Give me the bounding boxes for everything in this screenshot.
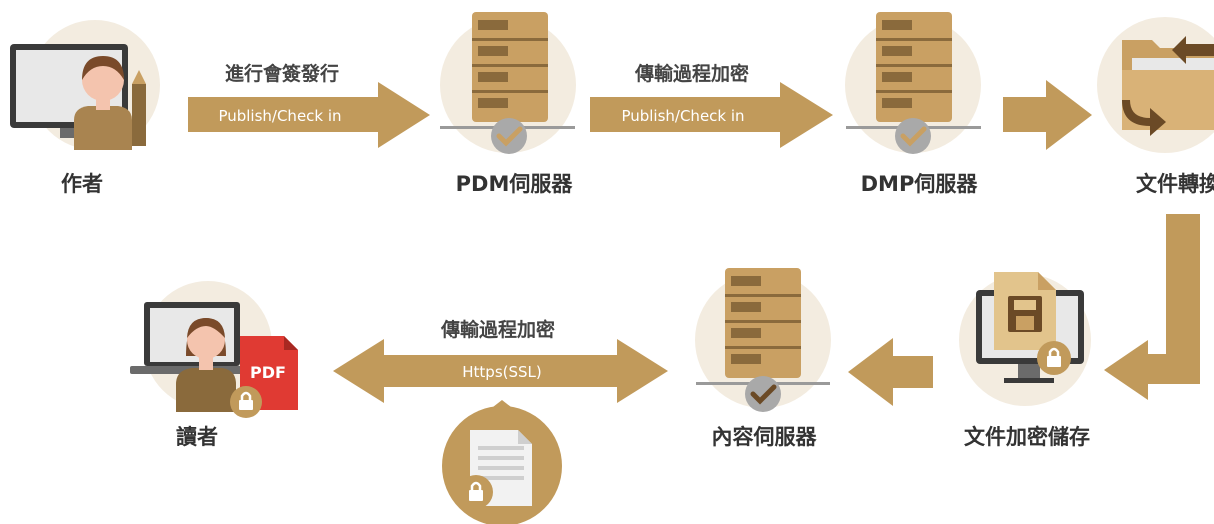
arrow-pdm-to-dmp <box>590 82 833 148</box>
arrow2-banner: Publish/Check in <box>621 107 744 125</box>
svg-text:PDF: PDF <box>250 363 286 382</box>
pdm-server-icon <box>440 12 576 154</box>
author-icon <box>10 20 160 150</box>
pdm-label: PDM伺服器 <box>456 172 574 196</box>
encrypt-label: 文件加密儲存 <box>964 425 1090 449</box>
arrow2-title: 傳輸過程加密 <box>634 62 749 85</box>
arrow3-banner: Https(SSL) <box>462 363 541 381</box>
convert-folder-icon <box>1097 17 1214 153</box>
encrypt-storage-icon <box>959 272 1091 406</box>
dmp-server-icon <box>845 12 981 154</box>
reader-icon: PDF <box>130 281 298 418</box>
arrow-dmp-to-convert <box>1003 80 1092 150</box>
arrow-publish-to-pdm <box>188 82 430 148</box>
arrow-encrypt-to-content <box>848 338 933 406</box>
convert-label: 文件轉換 <box>1136 172 1214 196</box>
arrow-content-reader-bidirectional <box>333 339 668 403</box>
content-server-icon <box>695 268 831 412</box>
reader-label: 讀者 <box>176 425 218 449</box>
author-label: 作者 <box>61 172 103 196</box>
arrow1-title: 進行會簽發行 <box>225 62 339 85</box>
arrow1-banner: Publish/Check in <box>218 107 341 125</box>
arrow-convert-to-encrypt <box>1104 214 1200 400</box>
arrow3-title: 傳輸過程加密 <box>440 318 555 341</box>
content-label: 內容伺服器 <box>712 425 818 449</box>
dmp-label: DMP伺服器 <box>861 172 979 196</box>
locked-document-icon <box>442 400 562 524</box>
